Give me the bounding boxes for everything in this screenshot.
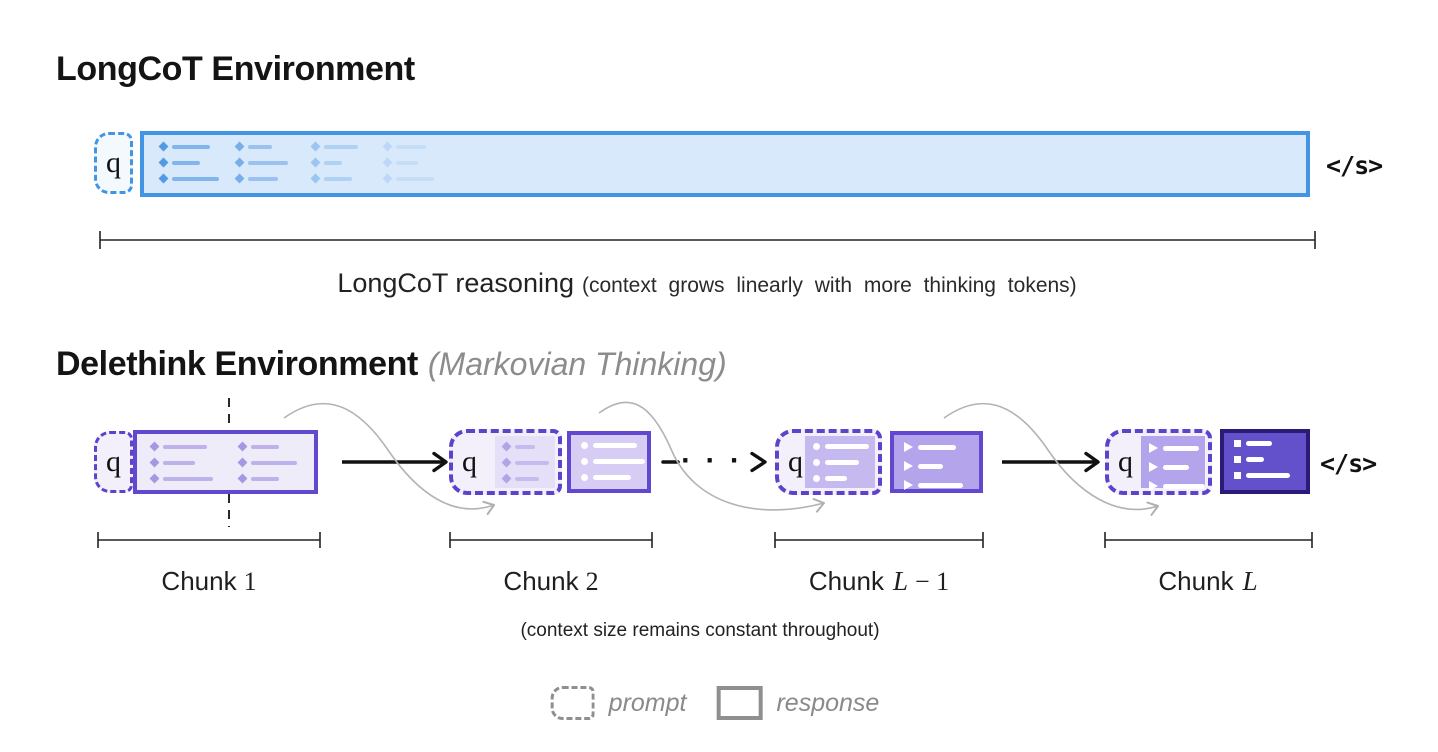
delethink-title: Delethink Environment(Markovian Thinking… — [56, 345, 727, 384]
longcot-response-bar — [140, 131, 1310, 197]
response-legend-label: response — [776, 688, 880, 717]
token-lines-icon — [382, 141, 434, 191]
legend: prompt response — [550, 686, 880, 720]
question-label: q — [106, 445, 121, 478]
longcot-caption: LongCoT reasoning (context grows linearl… — [337, 268, 1076, 299]
delethink-title-main: Delethink Environment — [56, 345, 418, 383]
token-lines-icon — [234, 141, 288, 191]
chunkL1-label: Chunk L − 1 — [808, 566, 950, 596]
longcot-measure-line — [99, 231, 1316, 249]
chunk-measure-lines — [97, 532, 1313, 548]
delethink-title-subtitle: (Markovian Thinking) — [427, 346, 727, 382]
chunk2-response-box — [567, 431, 651, 493]
question-label: q — [788, 445, 803, 478]
chunkL-label: Chunk L — [1158, 566, 1258, 596]
chunkL1-prompt-box: q — [775, 429, 882, 495]
longcot-caption-detail: (context grows linearly with more thinki… — [581, 274, 1077, 297]
eos-token-label: </s> — [1320, 449, 1377, 478]
chunk2-prompt-box: q — [449, 429, 562, 495]
prompt-legend-label: prompt — [608, 688, 687, 717]
chunk1-label: Chunk 1 — [161, 566, 257, 596]
carried-tokens-icon — [495, 436, 555, 488]
carried-tokens-icon — [1141, 436, 1205, 491]
question-label: q — [462, 445, 477, 478]
longcot-prompt-box: q — [94, 132, 133, 194]
token-lines-icon — [158, 141, 219, 191]
eos-token-label: </s> — [1326, 151, 1383, 180]
prompt-legend-icon — [550, 686, 595, 720]
chunk1-reasoning-box — [133, 430, 318, 494]
token-lines-icon — [237, 441, 297, 491]
token-lines-icon — [149, 441, 213, 491]
chunkL-response-box — [1220, 429, 1310, 494]
token-lines-icon — [310, 141, 358, 191]
question-label: q — [106, 146, 121, 179]
question-label: q — [1118, 445, 1133, 478]
carried-tokens-icon — [805, 436, 875, 488]
chunk2-label: Chunk 2 — [503, 566, 599, 596]
chunkL-prompt-box: q — [1105, 429, 1212, 495]
chunkL1-response-box — [890, 431, 983, 493]
chunk1-prompt-box: q — [94, 431, 133, 493]
response-legend-icon — [716, 686, 763, 720]
ellipsis: · · · — [681, 444, 743, 477]
longcot-title: LongCoT Environment — [56, 50, 415, 88]
longcot-caption-main: LongCoT reasoning — [337, 268, 574, 298]
delethink-caption: (context size remains constant throughou… — [520, 620, 880, 641]
